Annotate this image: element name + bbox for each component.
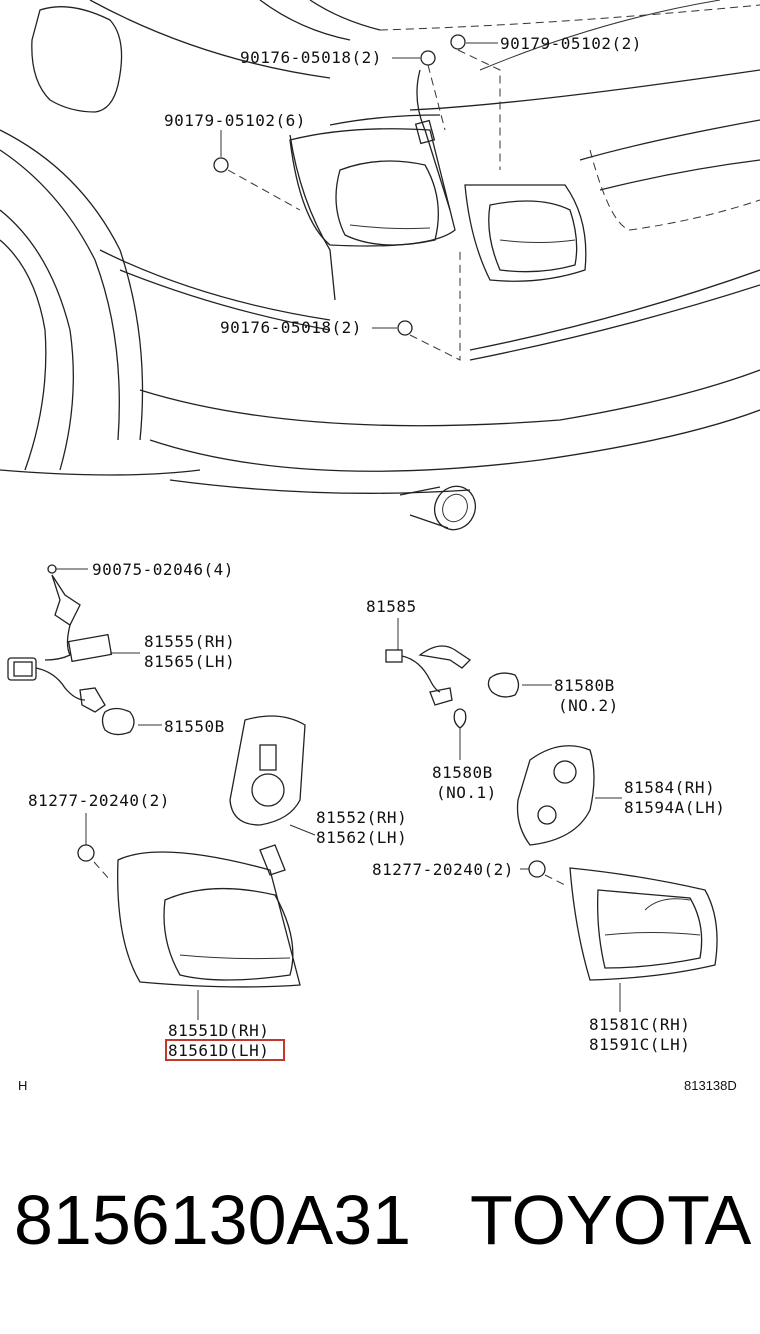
nut-icon-left xyxy=(77,813,111,881)
svg-text:90176-05018(2): 90176-05018(2) xyxy=(220,318,362,337)
tail-lamp-81551d-icon xyxy=(117,844,301,1020)
callout-81565-lh: 81565(LH) xyxy=(144,652,235,671)
callout-81552-rh: 81552(RH) xyxy=(316,808,407,827)
callout-81580b-no2: 81580B xyxy=(554,676,615,695)
callout-81551d-rh: 81551D(RH) xyxy=(168,1021,269,1040)
callout-90176-05018-top: 90176-05018(2) xyxy=(240,48,420,67)
callout-81555-rh: 81555(RH) xyxy=(144,632,235,651)
callout-81561d-lh[interactable]: 81561D(LH) xyxy=(168,1041,269,1060)
nut-icon-right xyxy=(520,860,566,886)
part-number-text: 8156130A31 xyxy=(14,1181,412,1259)
callout-81580b-no1: 81580B xyxy=(432,763,493,782)
callout-81594a-lh: 81594A(LH) xyxy=(624,798,725,817)
svg-text:90176-05018(2): 90176-05018(2) xyxy=(240,48,382,67)
svg-text:90179-05102(6): 90179-05102(6) xyxy=(164,111,306,130)
selected-part-highlight xyxy=(165,1039,285,1061)
callout-81277-20240-right: 81277-20240(2) xyxy=(372,860,514,879)
callout-90179-05102-mid: 90179-05102(6) xyxy=(164,111,306,157)
bulb-81580b-no2-icon xyxy=(487,672,552,698)
footer: 8156130A31 TOYOTA xyxy=(0,1185,760,1295)
socket-wire-81585-icon xyxy=(385,618,472,706)
callout-81584-rh: 81584(RH) xyxy=(624,778,715,797)
callout-81591c-lh: 81591C(LH) xyxy=(589,1035,690,1054)
callout-81581c-rh: 81581C(RH) xyxy=(589,1015,690,1034)
callout-81277-20240-left: 81277-20240(2) xyxy=(28,791,170,810)
corner-mark: H xyxy=(18,1078,27,1093)
bulb-81580b-no1-icon xyxy=(453,708,467,760)
bulb-81550b-icon xyxy=(101,707,162,736)
callout-90179-05102-top: 90179-05102(2) xyxy=(466,34,642,53)
callout-90176-05018-mid: 90176-05018(2) xyxy=(220,318,397,337)
nut-icons-upper xyxy=(213,34,466,336)
callout-81585: 81585 xyxy=(366,597,417,616)
socket-wire-81555-icon xyxy=(7,574,140,713)
gasket-81584-icon xyxy=(516,745,622,846)
svg-text:90179-05102(2): 90179-05102(2) xyxy=(500,34,642,53)
brand-text: TOYOTA xyxy=(470,1181,752,1259)
diagram-code: 813138D xyxy=(684,1078,737,1093)
parts-diagram: 90176-05018(2) 90179-05102(2) 90179-0510… xyxy=(0,0,760,1093)
callout-90075-02046: 90075-02046(4) xyxy=(92,560,234,579)
inner-lamp-81581c-icon xyxy=(569,867,718,1012)
car-rear-illustration xyxy=(0,0,760,531)
callout-81562-lh: 81562(LH) xyxy=(316,828,407,847)
callout-no2: (NO.2) xyxy=(558,696,619,715)
callout-no1: (NO.1) xyxy=(436,783,497,802)
gasket-81552-icon xyxy=(229,715,316,836)
screw-icon xyxy=(47,564,88,574)
callout-81550b: 81550B xyxy=(164,717,225,736)
